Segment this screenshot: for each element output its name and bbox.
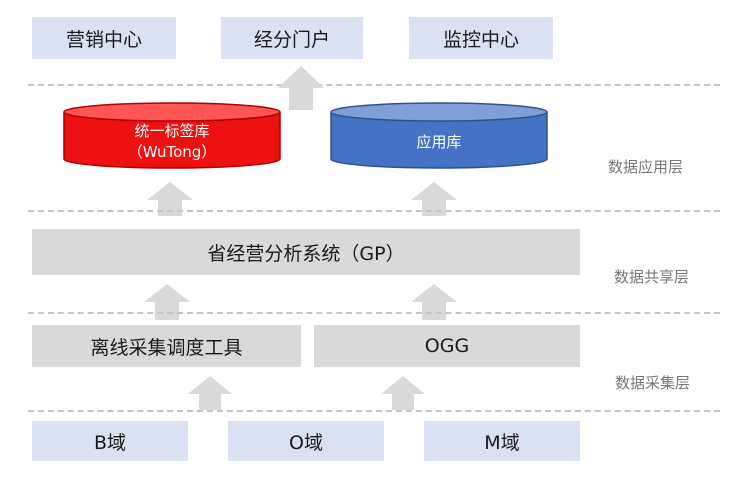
gp-system-box: 省经营分析系统（GP） xyxy=(32,229,580,275)
arrow-up-to-tag-db-icon xyxy=(147,182,193,216)
app-database-cylinder xyxy=(330,102,548,169)
tag-database-label: 统一标签库 （WuTong） xyxy=(62,120,282,164)
source-m-domain: M域 xyxy=(424,421,580,461)
offline-scheduling-tool-box: 离线采集调度工具 xyxy=(32,325,301,367)
app-database-label: 应用库 xyxy=(329,120,549,164)
layer-label-collection: 数据采集层 xyxy=(615,374,691,392)
divider-shared-collection xyxy=(28,312,720,314)
tag-database-cylinder xyxy=(63,102,281,169)
divider-top xyxy=(28,84,720,86)
arrow-up-to-offline-tool-icon xyxy=(188,376,232,410)
portal-marketing-center: 营销中心 xyxy=(32,17,176,59)
source-o-domain: O域 xyxy=(228,421,384,461)
layer-label-shared: 数据共享层 xyxy=(614,268,690,286)
arrow-up-to-gp-right-icon xyxy=(411,284,457,320)
arrow-up-to-app-db-icon xyxy=(411,182,457,216)
ogg-box: OGG xyxy=(314,325,580,367)
app-database-name: 应用库 xyxy=(416,132,462,151)
layer-label-application: 数据应用层 xyxy=(608,158,684,176)
tag-database-subname: （WuTong） xyxy=(127,143,217,161)
portal-monitoring-center: 监控中心 xyxy=(409,17,553,59)
divider-application-shared xyxy=(28,210,720,212)
arrow-up-to-gp-left-icon xyxy=(144,284,190,320)
arrow-up-to-ogg-icon xyxy=(381,376,425,410)
divider-bottom xyxy=(28,410,720,412)
source-b-domain: B域 xyxy=(32,421,188,461)
tag-database-name: 统一标签库 xyxy=(134,122,210,140)
arrow-up-to-portal-icon xyxy=(278,66,324,110)
portal-business-analysis: 经分门户 xyxy=(221,17,363,59)
